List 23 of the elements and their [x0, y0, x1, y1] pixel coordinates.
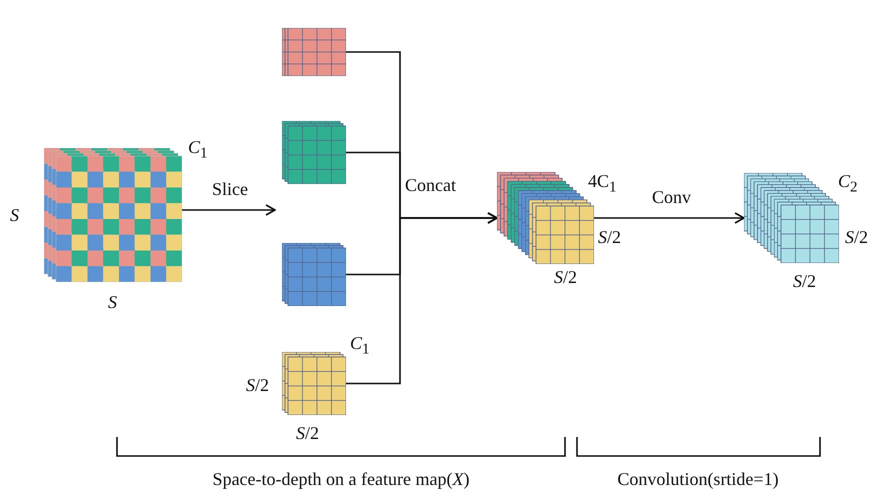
dimension-label: S/2 — [554, 268, 578, 288]
dimension-label: C$_{2}$ — [838, 172, 858, 196]
dimension-label: S/2 — [793, 272, 816, 292]
feature-map-drawing — [282, 121, 346, 184]
dimension-label: C$_{1}$ — [350, 334, 370, 358]
feature-map-drawing — [282, 352, 346, 415]
dimension-label: S/2 — [246, 376, 270, 396]
caption-text: Space-to-depth on a feature map(X) — [212, 470, 470, 490]
connector-arrow — [594, 212, 745, 224]
dimension-label: S — [10, 206, 19, 226]
connector-arrow — [346, 212, 498, 384]
dimension-label: C$_{1}$ — [188, 138, 208, 162]
dimension-label: 4C$_{1}$ — [588, 172, 617, 196]
feature-map-drawing — [744, 173, 839, 263]
feature-map-drawing — [282, 243, 346, 306]
feature-map-drawing — [282, 28, 346, 76]
dimension-label: S/2 — [598, 228, 622, 248]
feature-map-drawing — [44, 148, 182, 282]
dimension-label: S — [108, 293, 117, 313]
connector-arrow — [182, 204, 276, 216]
dimension-label: S/2 — [845, 228, 868, 248]
caption-text: Convolution(srtide=1) — [617, 470, 779, 490]
dimension-label: S/2 — [296, 424, 320, 444]
